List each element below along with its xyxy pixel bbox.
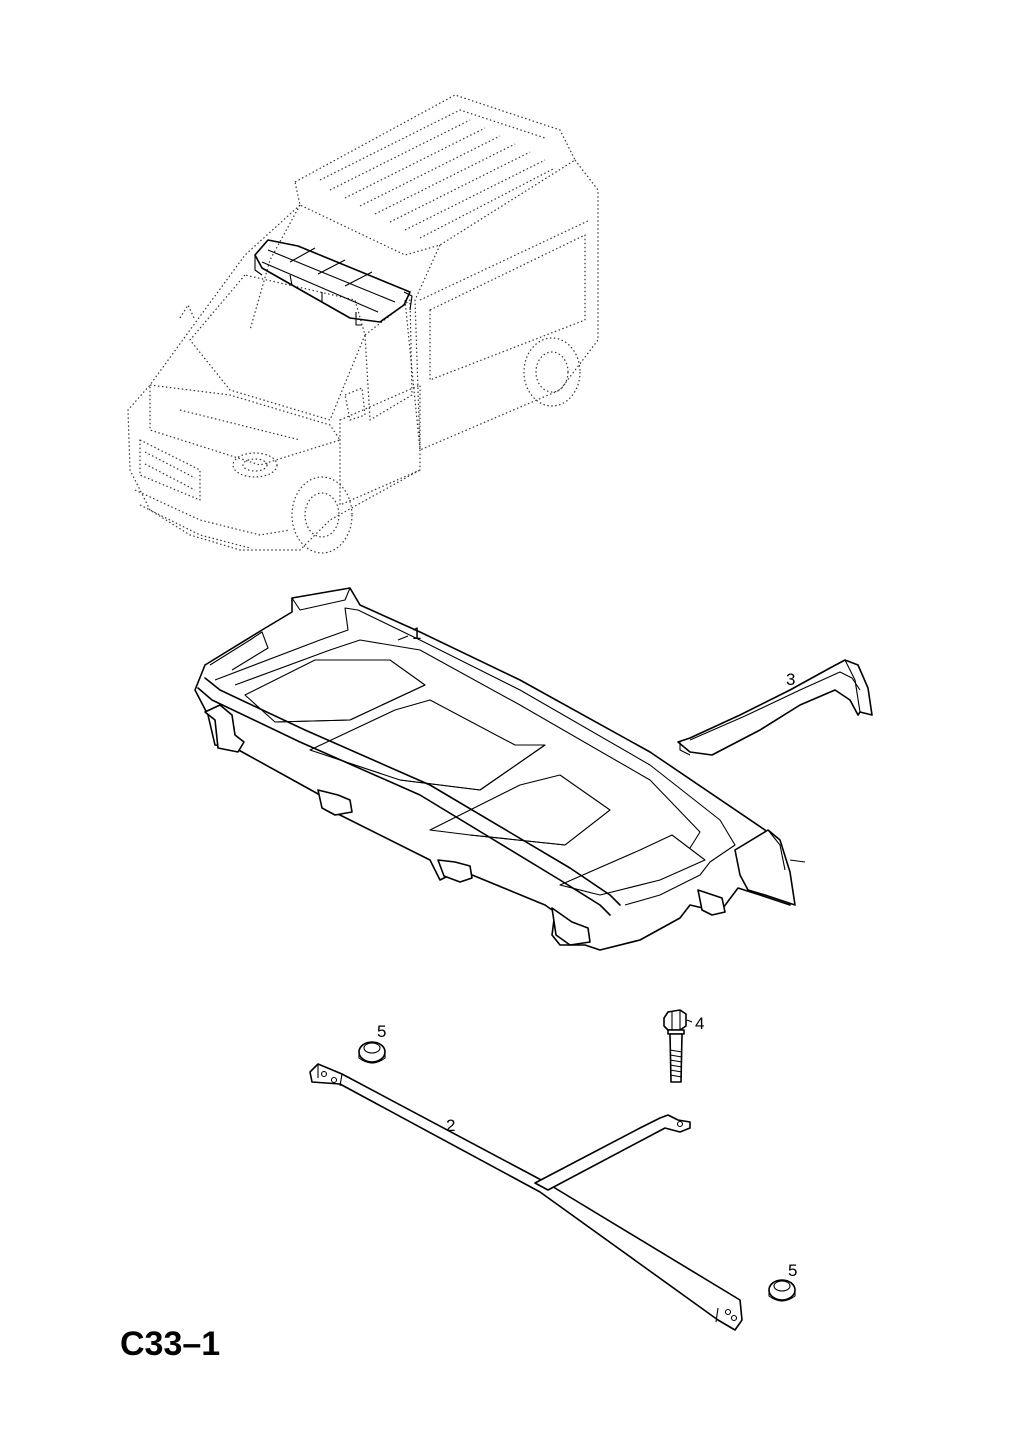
part-5-nut-lower [768,1279,796,1302]
callout-5-lower: 5 [788,1261,797,1280]
callout-4: 4 [695,1014,704,1033]
callout-1-leader [397,635,409,641]
part-1-overhead-shelf [194,587,806,951]
van-locator-illustration [127,94,599,554]
callout-4-leader [686,1019,693,1023]
callout-5-upper: 5 [377,1022,386,1041]
callout-1: 1 [412,624,421,643]
part-2-support-bar [309,1063,743,1331]
diagram-code: C33–1 [120,1325,220,1363]
part-4-bolt [663,1009,687,1083]
van-shelf-highlight [254,239,413,326]
callout-3: 3 [786,670,795,689]
part-3-side-trim [677,659,873,756]
part-5-nut-upper [358,1041,386,1064]
callout-2: 2 [446,1116,455,1135]
